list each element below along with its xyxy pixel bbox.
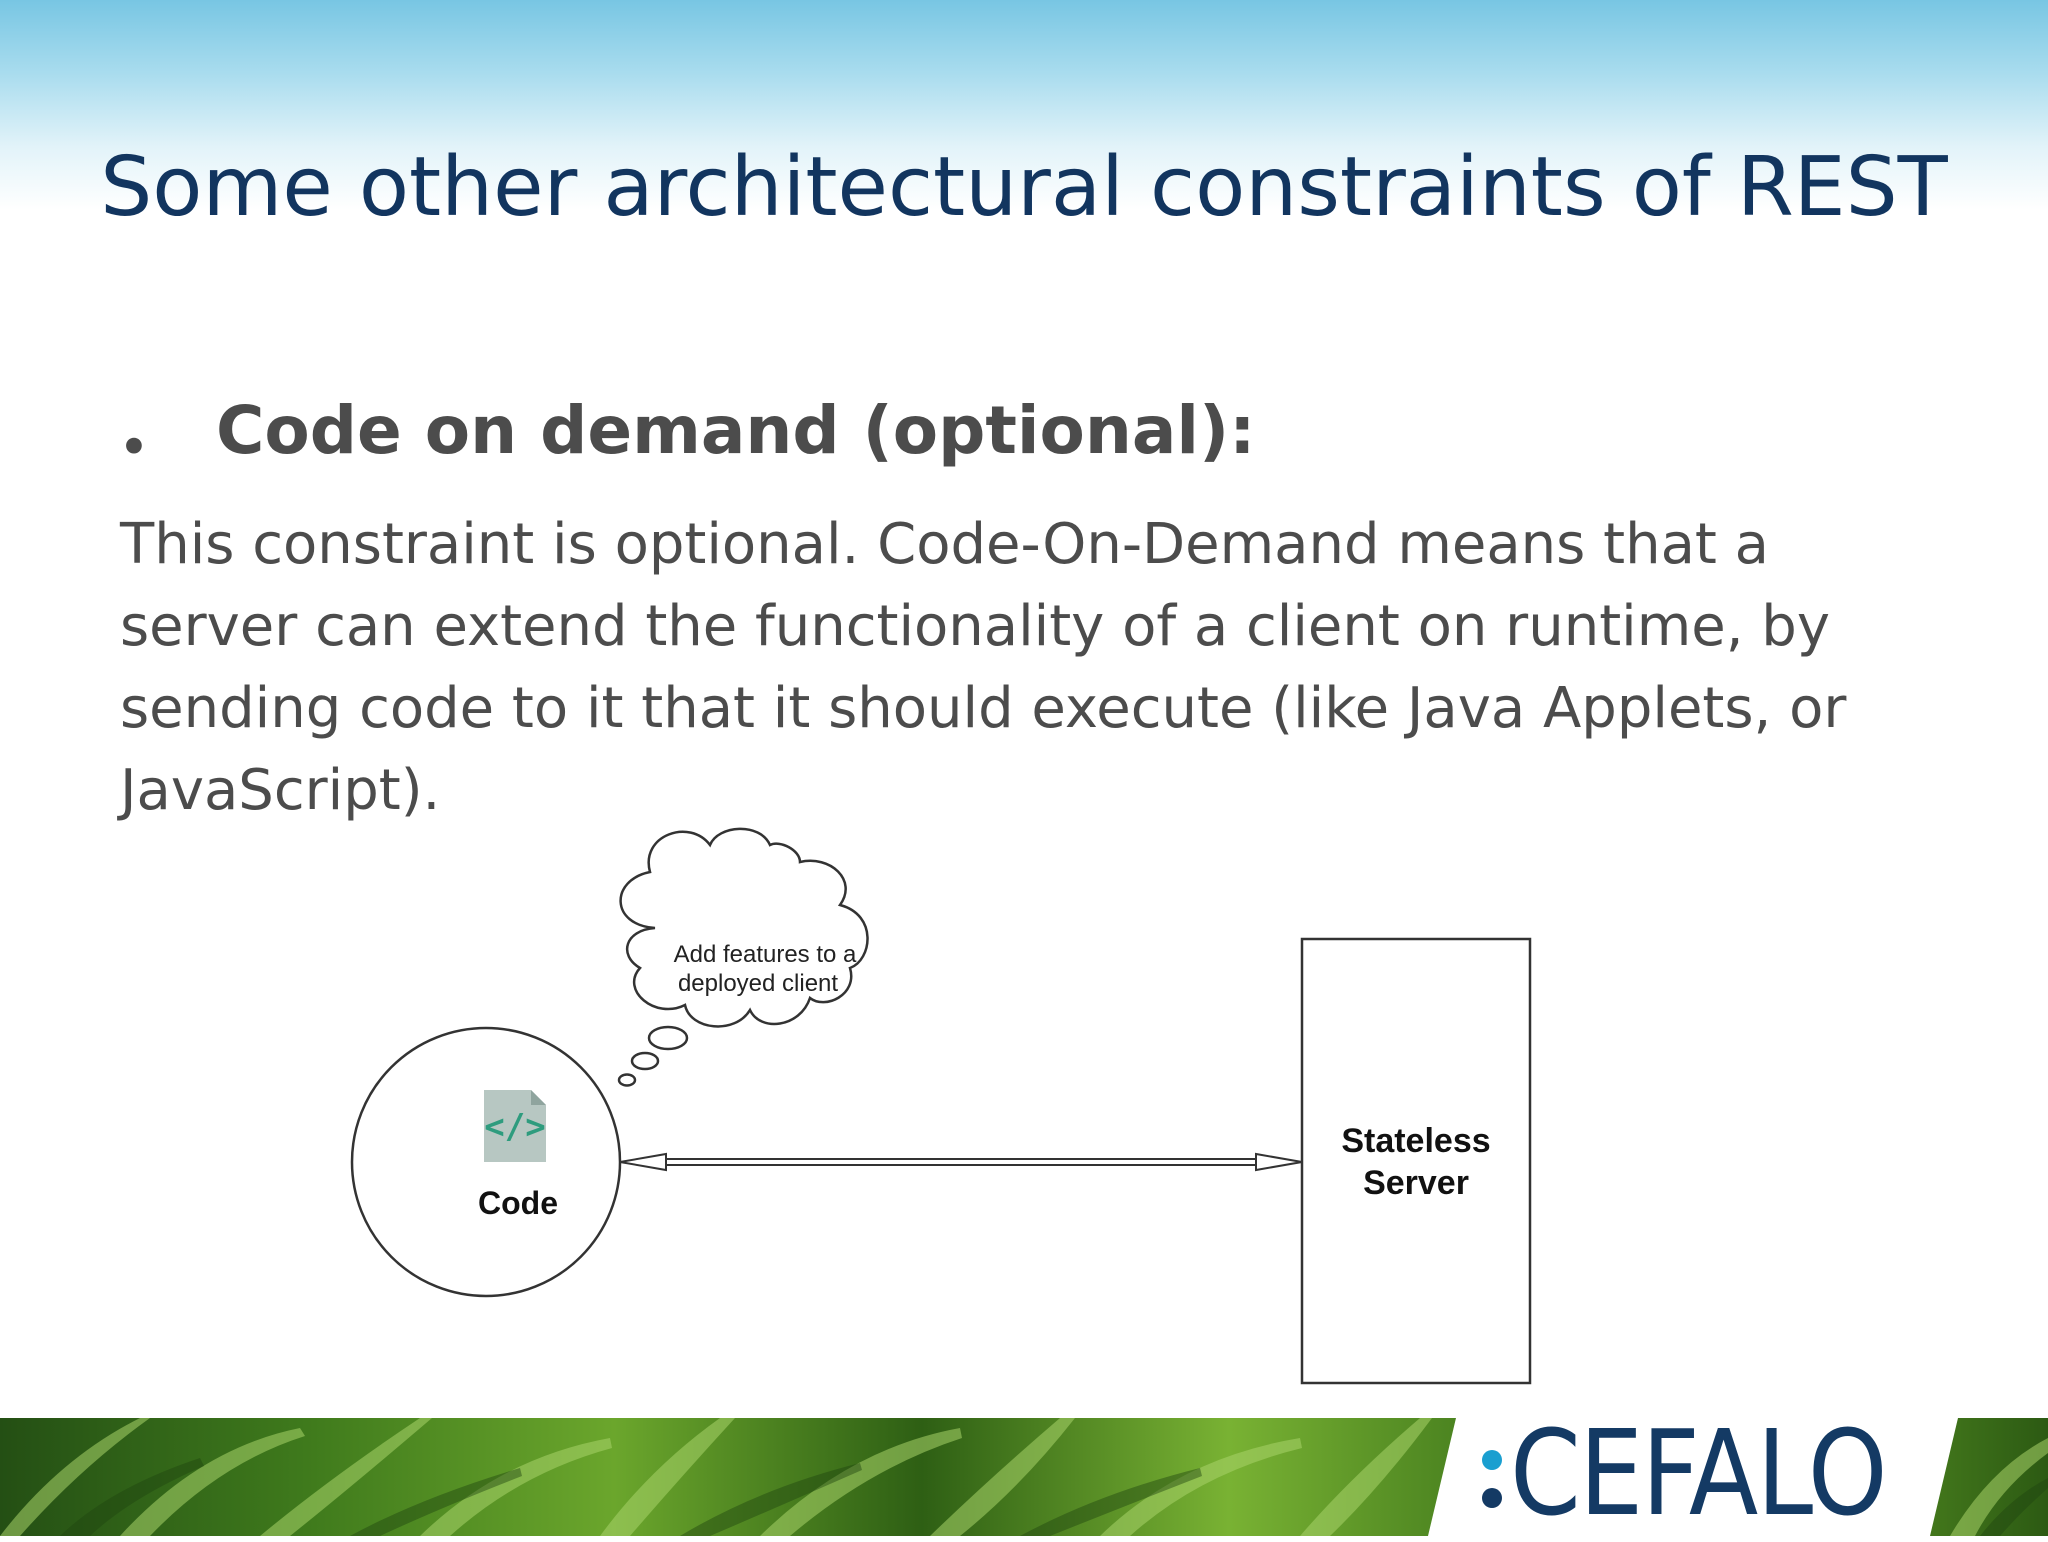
client-label: Code [478, 1185, 558, 1221]
logo-colon-icon [1482, 1444, 1502, 1514]
body-line: JavaScript). [120, 758, 441, 823]
thought-cloud-shape [619, 827, 869, 1028]
thought-tail-small [617, 1073, 637, 1087]
foliage-pattern [0, 1418, 2048, 1536]
bullet-point: • [118, 416, 150, 479]
server-node: Stateless Server [1300, 937, 1532, 1385]
svg-text:</>: </> [484, 1107, 545, 1147]
server-label-line1: Stateless [1341, 1122, 1490, 1160]
body-paragraph: This constraint is optional. Code-On-Dem… [120, 504, 1920, 832]
header-gradient-background [0, 0, 2048, 210]
thought-tail-large [647, 1025, 689, 1051]
client-node: </> Code [350, 1026, 622, 1298]
code-file-icon: </> [484, 1090, 546, 1162]
code-on-demand-diagram: Add features to a deployed client </> Co… [350, 827, 1532, 1385]
body-line: server can extend the functionality of a… [120, 594, 1830, 659]
body-line: sending code to it that it should execut… [120, 676, 1847, 741]
logo-text: CEFALO [1510, 1404, 1886, 1542]
footer-foliage-band [0, 1418, 2048, 1536]
thought-text-line1: Add features to a [674, 941, 857, 968]
body-line: This constraint is optional. Code-On-Dem… [120, 512, 1769, 577]
connection-arrow [619, 1152, 1303, 1172]
thought-text-line2: deployed client [678, 970, 838, 997]
slide-title: Some other architectural constraints of … [100, 140, 1948, 235]
thought-bubble: Add features to a deployed client [617, 827, 869, 1087]
company-logo: CEFALO [1428, 1418, 1958, 1536]
thought-tail-medium [630, 1051, 660, 1071]
server-label-line2: Server [1363, 1164, 1469, 1202]
server-box [1300, 937, 1532, 1385]
bullet-heading: Code on demand (optional): [216, 392, 1256, 469]
